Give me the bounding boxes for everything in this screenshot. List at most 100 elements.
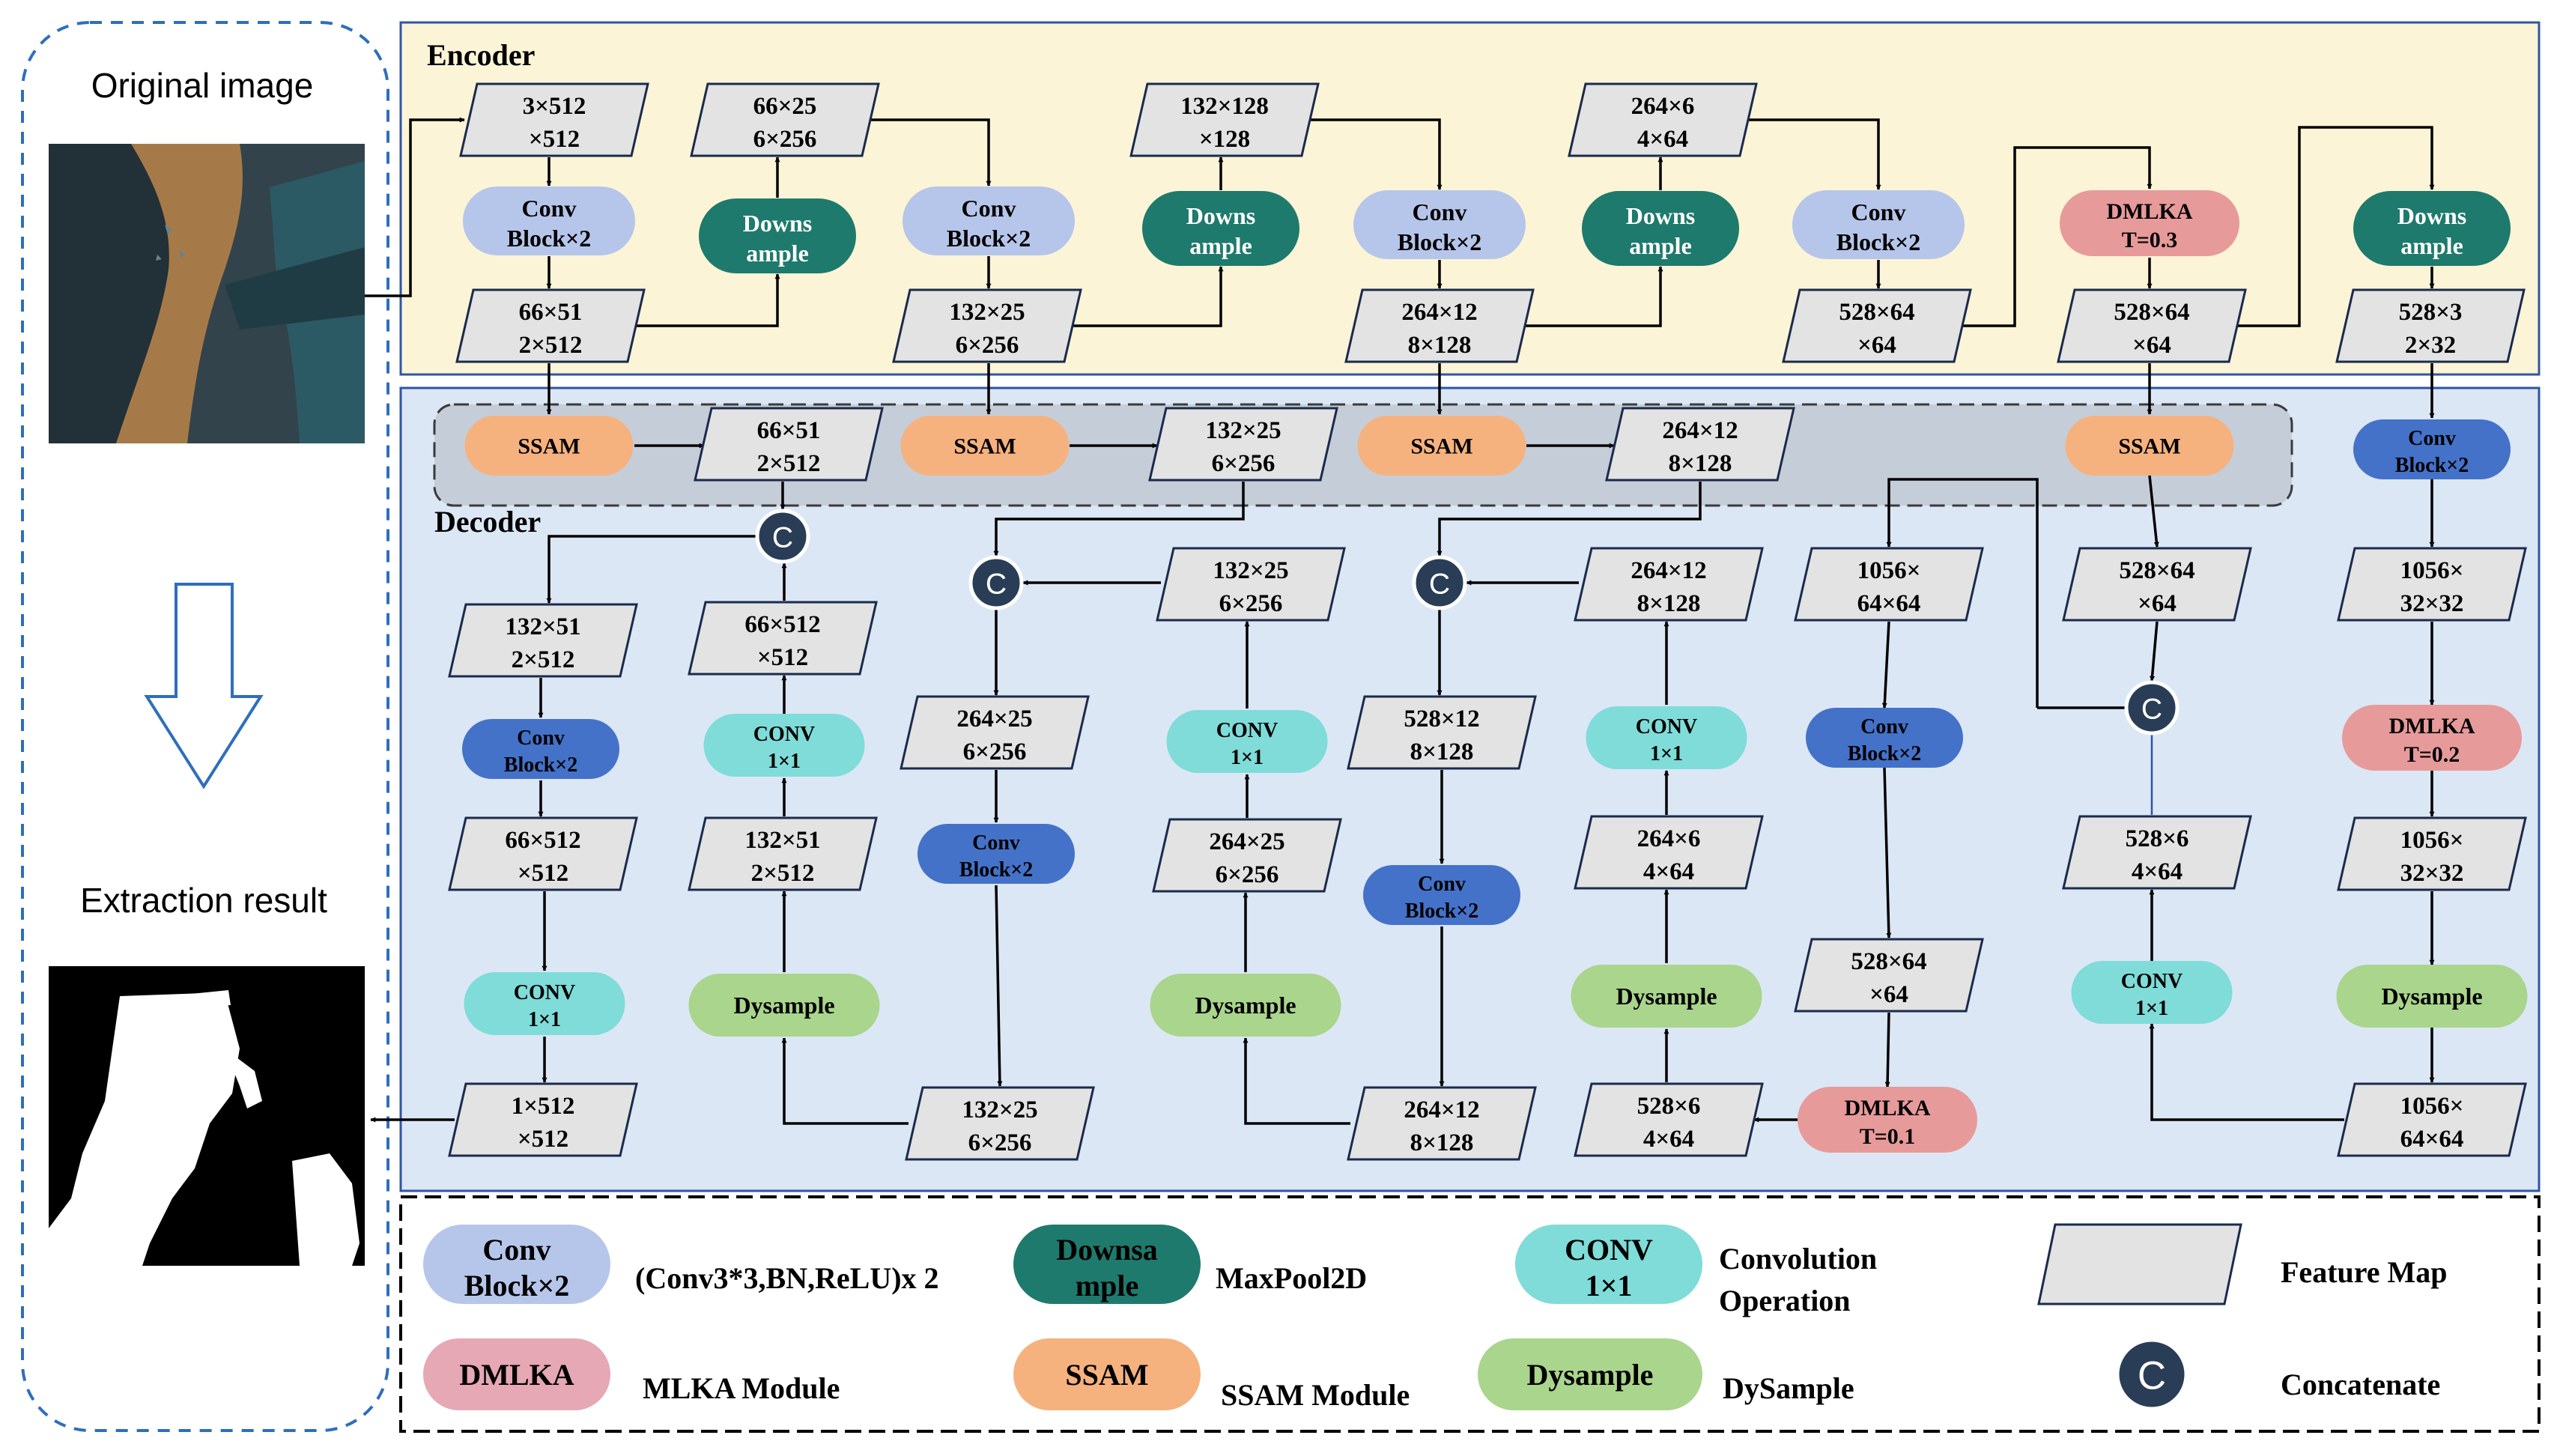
- feature-map-e8: 528×64×64: [1782, 288, 1972, 363]
- legend-swatch-label-line1: CONV: [1565, 1233, 1653, 1267]
- extraction-result-label: Extraction result: [80, 881, 327, 920]
- module-label-line1: Downs: [1186, 202, 1255, 229]
- legend-concat-swatch: C: [2115, 1338, 2189, 1411]
- module-label-line2: 1×1: [528, 1008, 561, 1031]
- module-label: Dysample: [733, 992, 834, 1019]
- module-label-line1: CONV: [514, 981, 575, 1004]
- feature-map-d6c: 528×64×64: [1574, 1082, 1764, 1157]
- edge-e9-ds4: [2236, 126, 2435, 327]
- module-label-line1: DMLKA: [2389, 714, 2475, 738]
- module-label-line2: ample: [1629, 232, 1692, 259]
- feature-map-label-line1: 66×512: [505, 827, 580, 854]
- module-label-line1: CONV: [753, 723, 815, 746]
- feature-map-label-line2: ×64: [1869, 981, 1908, 1008]
- feature-map-label-line1: 264×25: [956, 706, 1032, 732]
- feature-map-label-line2: ×512: [518, 1126, 568, 1153]
- feature-map-label-line2: 8×128: [1637, 590, 1701, 617]
- legend-swatch-label-line2: mple: [1076, 1269, 1138, 1302]
- feature-map-e10: 528×32×32: [2335, 288, 2526, 363]
- module-label: SSAM: [953, 434, 1016, 459]
- feature-map-e1: 3×512×512: [459, 82, 649, 157]
- edge-cb-d3b: [995, 885, 1003, 1087]
- feature-map-label-line1: 528×64: [2114, 299, 2189, 326]
- legend-swatch-label-line1: Conv: [482, 1233, 550, 1267]
- legend-description: Feature Map: [2281, 1255, 2448, 1289]
- feature-map-label-line1: 1056×: [1857, 557, 1921, 584]
- feature-map-label-line1: 66×51: [757, 417, 821, 444]
- module-label-line1: CONV: [1636, 715, 1697, 738]
- edge-e8-dmlka03: [1961, 146, 2153, 327]
- original-image-label: Original image: [91, 66, 314, 105]
- feature-map-label-line2: ×64: [2138, 590, 2177, 617]
- feature-map-label-line1: 66×51: [519, 299, 583, 326]
- feature-map-label-line2: 2×512: [512, 646, 575, 673]
- module-label-line2: 1×1: [1650, 742, 1683, 765]
- edge-ssam4-d8a: [2148, 475, 2159, 547]
- module-m_d1conv: CONV 1×1: [464, 972, 625, 1035]
- feature-map-d8a: 528×64 ×64: [2062, 547, 2252, 622]
- module-label-line1: Conv: [2408, 427, 2456, 450]
- edge-e3-cb2: [869, 118, 992, 186]
- feature-map-d1c: 1×512×512: [448, 1082, 638, 1157]
- module-label: Dysample: [1195, 992, 1296, 1019]
- feature-map-label-line2: 6×256: [968, 1129, 1032, 1156]
- feature-map-label-line1: 264×6: [1637, 825, 1701, 852]
- feature-map-label-line2: ×512: [757, 644, 808, 671]
- module-label-line2: Block×2: [507, 225, 591, 252]
- legend-item-fm: Feature Map: [2037, 1223, 2448, 1305]
- edge-d9c-conv: [2149, 1023, 2344, 1121]
- feature-map-label-line2: 32×32: [2400, 860, 2464, 887]
- feature-map-d1b: 66×512×512: [448, 816, 638, 891]
- feature-map-e5: 132×128×128: [1129, 82, 1320, 157]
- concat-node-c4: C: [2124, 680, 2180, 735]
- legend-swatch-label: Dysample: [1527, 1358, 1654, 1392]
- module-label-line1: CONV: [2121, 970, 2183, 993]
- feature-map-e2: 66×51 2×512: [455, 288, 646, 363]
- feature-map-label-line2: 64×64: [1857, 590, 1921, 617]
- concat-label: C: [1429, 568, 1450, 600]
- feature-map-e4: 132×256×256: [892, 288, 1082, 363]
- feature-map-label-line1: 264×12: [1662, 417, 1738, 444]
- module-m_d6conv: CONV 1×1: [1586, 706, 1747, 769]
- legend-description: DySample: [1723, 1371, 1854, 1405]
- feature-map-d3b: 132×25 6×256: [905, 1086, 1095, 1161]
- feature-map-d8b: 528×64×64: [2062, 815, 2252, 890]
- feature-map-d6a: 264×128×128: [1574, 547, 1764, 622]
- feature-map-label-line2: 6×256: [1216, 861, 1279, 888]
- edge-c4-d7a: [1886, 478, 2039, 708]
- feature-map-label-line1: 264×12: [1404, 1096, 1479, 1123]
- concat-node-c3: C: [1412, 555, 1467, 610]
- module-label-line2: Block×2: [1405, 900, 1478, 923]
- legend-description: (Conv3*3,BN,ReLU)x 2: [635, 1261, 939, 1295]
- feature-map-label-line2: 4×64: [2132, 858, 2183, 885]
- module-label: Dysample: [2381, 983, 2482, 1010]
- feature-map-label-line2: 4×64: [1637, 126, 1688, 153]
- feature-map-d4b: 264×256×256: [1152, 818, 1342, 893]
- feature-map-label-line2: 6×256: [1219, 590, 1283, 617]
- edge-input-e1: [365, 117, 465, 297]
- module-label: SSAM: [1410, 434, 1472, 459]
- feature-map-label-line2: 2×512: [519, 332, 583, 359]
- feature-map-label-line1: 528×64: [2119, 557, 2194, 584]
- module-label: SSAM: [2118, 434, 2180, 459]
- feature-map-label-line1: 132×25: [962, 1096, 1037, 1123]
- module-m_d9dys: Dysample: [2336, 965, 2528, 1028]
- module-label: Dysample: [1616, 983, 1717, 1010]
- module-m_d4dys: Dysample: [1150, 974, 1341, 1037]
- module-label-line2: Block×2: [1398, 228, 1481, 255]
- legend-description: Convolution: [1719, 1242, 1877, 1275]
- feature-map-label-line1: 132×25: [1213, 557, 1288, 584]
- module-label-line2: T=0.3: [2122, 228, 2178, 252]
- module-m_ssam3: SSAM: [1357, 416, 1526, 476]
